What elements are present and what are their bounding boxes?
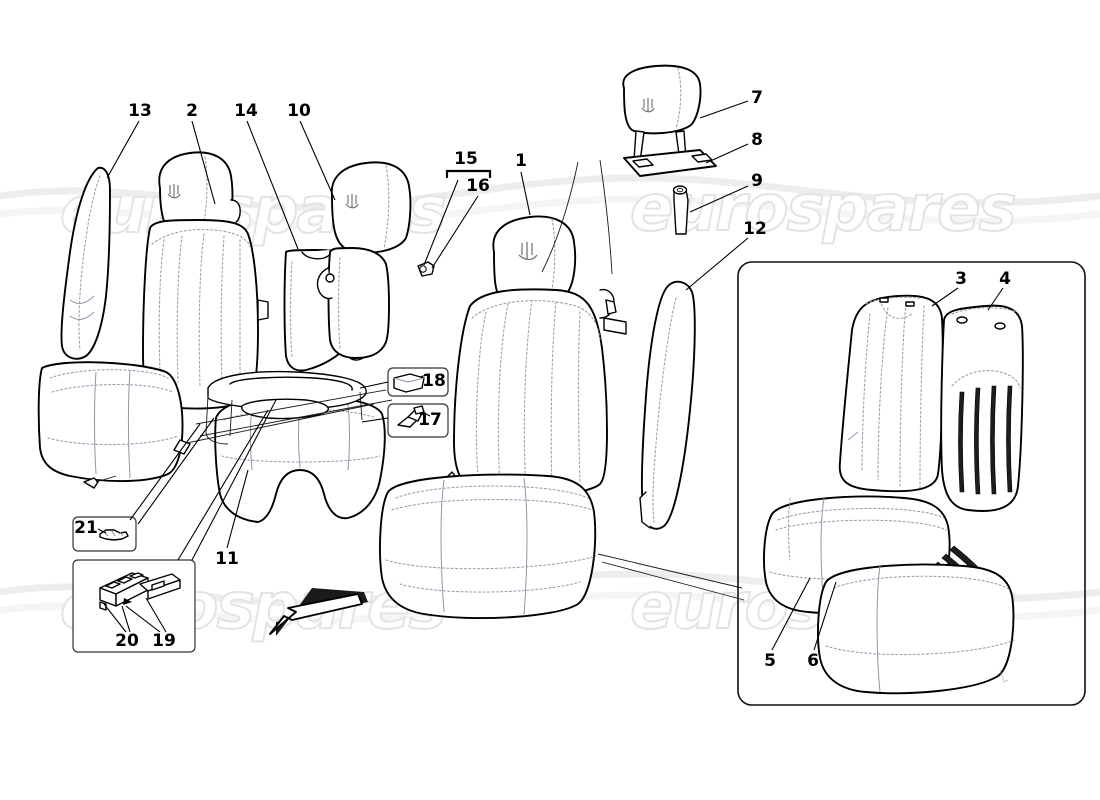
watermark-text: eurospares [630,172,1015,246]
callout-layer: 13 2 14 10 15 16 1 7 8 9 12 3 4 18 17 21… [74,88,1011,671]
callout-21: 21 [74,518,98,538]
part-4-rear-bench-back-panel [940,304,1024,512]
part-3-rear-bench-backrest-cover [838,294,944,493]
inset-19-20 [72,559,196,653]
part-1-front-seat [379,215,627,619]
rear-bench-panel-box [737,261,1086,706]
part-9-headrest-fixing-bolt [672,185,689,235]
direction-arrow [269,588,368,636]
callout-10: 10 [287,101,311,121]
callout-6: 6 [807,651,819,671]
rear-seat-frame [83,370,393,489]
callout-18: 18 [422,371,446,391]
inset-17 [387,403,449,438]
callout-15: 15 [454,149,478,169]
part-10-rear-headrest-right [316,161,412,359]
part-2-rear-backrest-left [37,151,269,483]
leader-lines [106,100,1004,651]
callout-8: 8 [751,130,763,150]
part-13-rear-side-bolster [60,166,111,360]
callout-13: 13 [128,101,152,121]
callout-7: 7 [751,88,763,108]
part-6-rear-bench-cushion-pad [817,563,1015,695]
part-12-seat-side-bolster-trim [639,280,696,530]
callout-16: 16 [466,176,490,196]
callout-4: 4 [999,269,1011,289]
callout-9: 9 [751,171,763,191]
callout-3: 3 [955,269,967,289]
callout-12: 12 [743,219,767,239]
callout-11: 11 [215,549,239,569]
callout-17: 17 [418,410,442,430]
bracket-15-16 [417,169,492,277]
callout-5: 5 [764,651,776,671]
callout-2: 2 [186,101,198,121]
callout-20: 20 [115,631,139,651]
part-8-headrest-guide-bracket [623,149,717,177]
part-7-rear-headrest [622,64,717,235]
callout-14: 14 [234,101,258,121]
callout-19: 19 [152,631,176,651]
callout-1: 1 [515,151,527,171]
inset-21 [72,516,137,552]
